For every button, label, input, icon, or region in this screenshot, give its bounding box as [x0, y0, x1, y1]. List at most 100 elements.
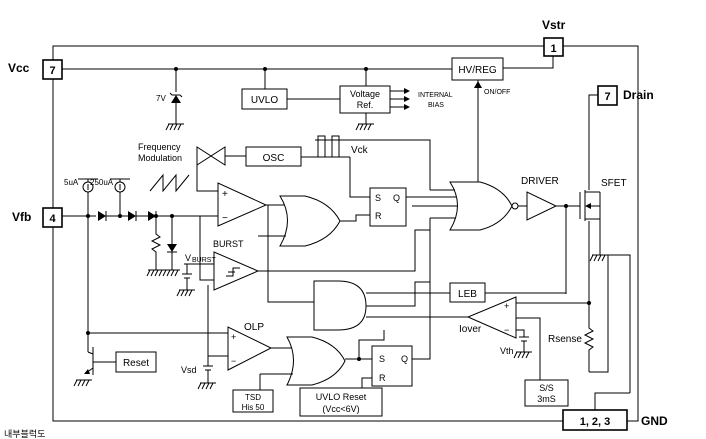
or-gate — [279, 195, 341, 247]
burst-comparator — [213, 251, 260, 291]
gnd-rail — [608, 254, 631, 393]
ground-icon — [355, 123, 374, 131]
vstr-label: Vstr — [542, 18, 566, 32]
vburst-main: V — [185, 253, 191, 263]
bowtie-icon — [196, 146, 212, 166]
caption: 내부블럭도 — [4, 428, 45, 439]
vstr-wire — [503, 56, 554, 69]
ground-icon — [73, 379, 92, 387]
cmp-plus: + — [222, 189, 228, 200]
gnd-pin-number: 1, 2, 3 — [580, 416, 611, 428]
ground-icon — [589, 254, 608, 262]
burst-label: BURST — [213, 239, 244, 249]
vref-line2: Ref. — [357, 100, 374, 110]
bjt-arrow-icon — [84, 369, 90, 374]
hvreg-label: HV/REG — [458, 65, 497, 76]
fb-to-and — [267, 205, 314, 303]
sawtooth-icon — [149, 173, 190, 193]
vck-label: Vck — [351, 145, 369, 156]
resistor-icon — [150, 216, 162, 270]
olp-label: OLP — [244, 322, 264, 333]
zener-diode-icon — [167, 244, 177, 252]
nor-gate — [449, 181, 513, 231]
cmp-minus: − — [222, 213, 228, 224]
reset-label: Reset — [123, 358, 149, 369]
ground-icon — [146, 269, 180, 277]
onoff-label: ON/OFF — [484, 89, 510, 96]
zener-label: 7V — [156, 94, 166, 103]
freq-mod-line2: Modulation — [138, 153, 182, 163]
drain-pin-number: 7 — [604, 91, 610, 103]
freq-mod-line1: Frequency — [138, 142, 181, 152]
olp-minus: − — [231, 356, 236, 366]
tsd-line2: His 50 — [242, 403, 265, 412]
latch1-q: Q — [393, 193, 400, 203]
clock-to-set — [349, 157, 370, 198]
vth-label: Vth — [500, 346, 514, 356]
rsense-resistor — [583, 303, 595, 372]
gnd-wire — [594, 392, 630, 410]
olp-plus: + — [231, 332, 236, 342]
vcc-pin-number: 7 — [49, 65, 55, 77]
rsense-return — [589, 255, 609, 373]
diode-icon — [128, 211, 136, 221]
mosfet-arrow-icon — [585, 203, 591, 209]
voltage-ref-block — [339, 85, 391, 114]
clk-to-nor — [315, 139, 431, 190]
vfb-pin — [42, 207, 63, 228]
driver-label: DRIVER — [521, 176, 559, 187]
bias-arrows-icon — [390, 88, 410, 110]
uvlo-label: UVLO — [251, 95, 278, 106]
vsd-label: Vsd — [181, 365, 197, 375]
vfb-pin-number: 4 — [49, 213, 56, 225]
latch2-s: S — [379, 354, 385, 364]
or-to-reset — [340, 214, 370, 222]
tsd-block — [232, 389, 274, 413]
uvlo-reset-wire — [361, 377, 372, 388]
vfb-label: Vfb — [12, 210, 31, 224]
vfb-to-olp — [87, 216, 228, 334]
ss-line2: 3mS — [537, 394, 556, 404]
latch2-out — [412, 218, 431, 360]
vref-line1: Voltage — [350, 89, 380, 99]
vth-wire — [516, 329, 525, 337]
drain-wire — [588, 94, 598, 190]
ground-icon — [176, 289, 195, 297]
iover-minus: − — [504, 325, 509, 335]
olp-comparator — [227, 326, 273, 371]
ic-boundary — [52, 45, 639, 422]
src-250ua-label: 250uA — [90, 178, 114, 187]
node-dot — [118, 214, 122, 218]
burst-out — [258, 229, 430, 272]
vstr-pin-number: 1 — [550, 43, 556, 55]
nor-bubble — [511, 202, 519, 210]
ss-line1: S/S — [539, 383, 554, 393]
vsd-wire — [207, 285, 228, 357]
internal-bias-line2: BIAS — [428, 102, 444, 109]
drain-label: Drain — [623, 88, 654, 102]
vcc-label: Vcc — [8, 61, 30, 75]
diode-icon — [148, 211, 156, 221]
leb-label: LEB — [458, 289, 477, 300]
vfb-to-burst — [199, 216, 214, 281]
latch1-s: S — [375, 193, 381, 203]
bjt-icon — [87, 351, 94, 355]
pwm-comparator — [217, 182, 268, 227]
latch1-r: R — [375, 211, 382, 221]
osc-label: OSC — [263, 153, 285, 164]
iover-plus: + — [504, 301, 509, 311]
latch2-q: Q — [401, 354, 408, 364]
internal-bias-line1: INTERNAL — [418, 92, 453, 99]
ground-icon — [513, 351, 532, 359]
or-gate — [286, 336, 346, 386]
tsd-line1: TSD — [245, 393, 261, 402]
ground-icon — [165, 123, 184, 131]
bowtie-icon — [210, 146, 226, 166]
latch2-r: R — [379, 373, 386, 383]
diode-icon — [98, 211, 106, 221]
arrow-up-icon — [474, 81, 482, 88]
gnd-label: GND — [641, 414, 668, 428]
vburst-sub: BURST — [192, 257, 216, 264]
reset-block — [115, 351, 157, 373]
iover-label: Iover — [459, 324, 482, 335]
